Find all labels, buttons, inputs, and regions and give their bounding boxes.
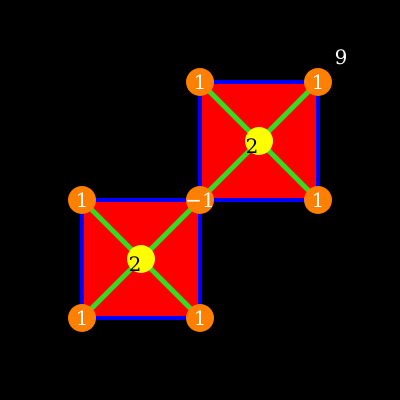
corner-node-shared-center[interactable]: −1: [185, 186, 215, 214]
corner-node-middle-left[interactable]: 1: [68, 186, 96, 214]
corner-node-bottom-right-label: 1: [194, 306, 207, 330]
corner-node-bottom-left[interactable]: 1: [68, 304, 96, 332]
corner-node-shared-center-label: −1: [185, 188, 214, 212]
corner-node-top-right[interactable]: 1: [304, 68, 332, 96]
corner-node-middle-right[interactable]: 1: [304, 186, 332, 214]
corner-node-bottom-right[interactable]: 1: [186, 304, 214, 332]
center-node-upper-right[interactable]: 2: [245, 127, 273, 158]
corner-node-middle-left-label: 1: [76, 188, 89, 212]
center-node-upper-right-label: 2: [246, 134, 259, 158]
square-upper-right: [198, 80, 320, 202]
corner-node-bottom-left-label: 1: [76, 306, 89, 330]
center-node-lower-left-label: 2: [129, 252, 142, 276]
corner-node-middle-right-label: 1: [312, 188, 325, 212]
center-node-lower-left[interactable]: 2: [127, 245, 155, 276]
score-counter: 9: [334, 45, 348, 69]
corner-node-top-right-label: 1: [312, 70, 325, 94]
corner-node-top-left[interactable]: 1: [186, 68, 214, 96]
corner-node-top-left-label: 1: [194, 70, 207, 94]
